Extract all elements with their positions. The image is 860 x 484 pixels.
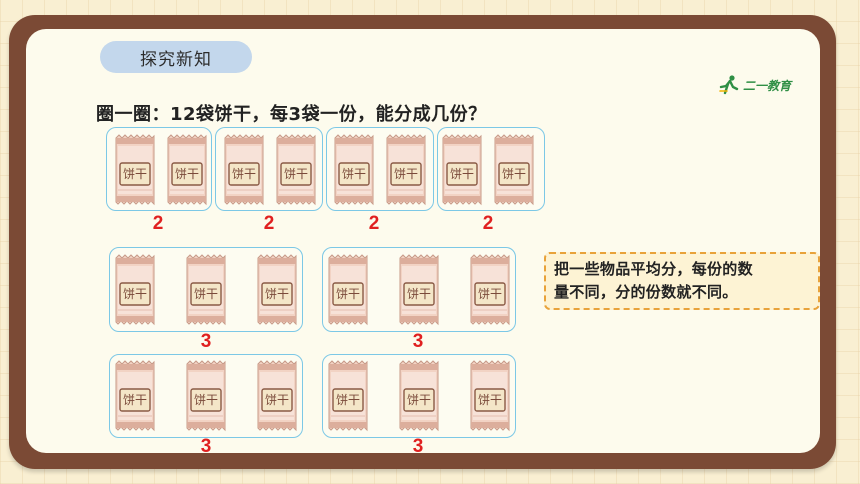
- brand-logo: 二一教育: [718, 73, 791, 97]
- count-label: 2: [263, 213, 275, 234]
- biscuit-bag-label: 饼干: [122, 393, 147, 407]
- biscuit-bag: 饼干: [256, 254, 298, 326]
- biscuit-bag: 饼干: [398, 360, 440, 432]
- biscuit-bag-label: 饼干: [341, 167, 366, 181]
- biscuit-bag-label: 饼干: [264, 287, 289, 301]
- biscuit-bag: 饼干: [114, 360, 156, 432]
- biscuit-bag: 饼干: [469, 360, 511, 432]
- biscuit-bag: 饼干: [333, 134, 375, 206]
- biscuit-bag: 饼干: [275, 134, 317, 206]
- count-label: 3: [412, 436, 424, 453]
- biscuit-bag: 饼干: [256, 360, 298, 432]
- biscuit-bag-label: 饼干: [122, 167, 147, 181]
- biscuit-bag: 饼干: [166, 134, 208, 206]
- biscuit-bag-label: 饼干: [335, 287, 360, 301]
- conclusion-line-1: 把一些物品平均分，每份的数: [554, 260, 753, 278]
- biscuit-bag: 饼干: [441, 134, 483, 206]
- biscuit-bag-label: 饼干: [174, 167, 199, 181]
- biscuit-bag-label: 饼干: [477, 287, 502, 301]
- biscuit-bag-label: 饼干: [231, 167, 256, 181]
- biscuit-bag: 饼干: [114, 254, 156, 326]
- biscuit-bag: 饼干: [114, 134, 156, 206]
- biscuit-bag-label: 饼干: [122, 287, 147, 301]
- conclusion-note: 把一些物品平均分，每份的数 量不同，分的份数就不同。: [544, 252, 820, 310]
- biscuit-bag-label: 饼干: [264, 393, 289, 407]
- biscuit-bag: 饼干: [185, 360, 227, 432]
- biscuit-bag-label: 饼干: [193, 287, 218, 301]
- conclusion-line-2: 量不同，分的份数就不同。: [554, 283, 738, 301]
- brand-logo-text: 二一教育: [743, 78, 792, 93]
- biscuit-bag: 饼干: [327, 360, 369, 432]
- section-tag: 探究新知: [100, 41, 252, 73]
- count-label: 3: [200, 331, 212, 352]
- count-label: 2: [368, 213, 380, 234]
- chalkboard-frame: 探究新知 二一教育 圈一圈：12袋饼干，每3袋一份，能分成几份？ 2 2 2 2…: [9, 15, 836, 469]
- section-tag-label: 探究新知: [140, 49, 212, 70]
- biscuit-bag: 饼干: [385, 134, 427, 206]
- count-label: 3: [200, 436, 212, 453]
- biscuit-bag-label: 饼干: [449, 167, 474, 181]
- question-text: 圈一圈：12袋饼干，每3袋一份，能分成几份？: [96, 104, 487, 125]
- biscuit-bag-label: 饼干: [501, 167, 526, 181]
- count-label: 2: [482, 213, 494, 234]
- biscuit-bag: 饼干: [493, 134, 535, 206]
- biscuit-bag-label: 饼干: [335, 393, 360, 407]
- count-label: 2: [152, 213, 164, 234]
- count-label: 3: [412, 331, 424, 352]
- biscuit-bag: 饼干: [469, 254, 511, 326]
- biscuit-bag: 饼干: [327, 254, 369, 326]
- biscuit-bag-label: 饼干: [283, 167, 308, 181]
- biscuit-bag-label: 饼干: [406, 393, 431, 407]
- content-panel: 探究新知 二一教育 圈一圈：12袋饼干，每3袋一份，能分成几份？ 2 2 2 2…: [26, 29, 820, 453]
- biscuit-bag-label: 饼干: [406, 287, 431, 301]
- biscuit-bag-label: 饼干: [477, 393, 502, 407]
- biscuit-bag: 饼干: [185, 254, 227, 326]
- biscuit-bag-label: 饼干: [393, 167, 418, 181]
- biscuit-bag: 饼干: [398, 254, 440, 326]
- biscuit-bag-label: 饼干: [193, 393, 218, 407]
- biscuit-bag: 饼干: [223, 134, 265, 206]
- runner-icon: [719, 75, 739, 95]
